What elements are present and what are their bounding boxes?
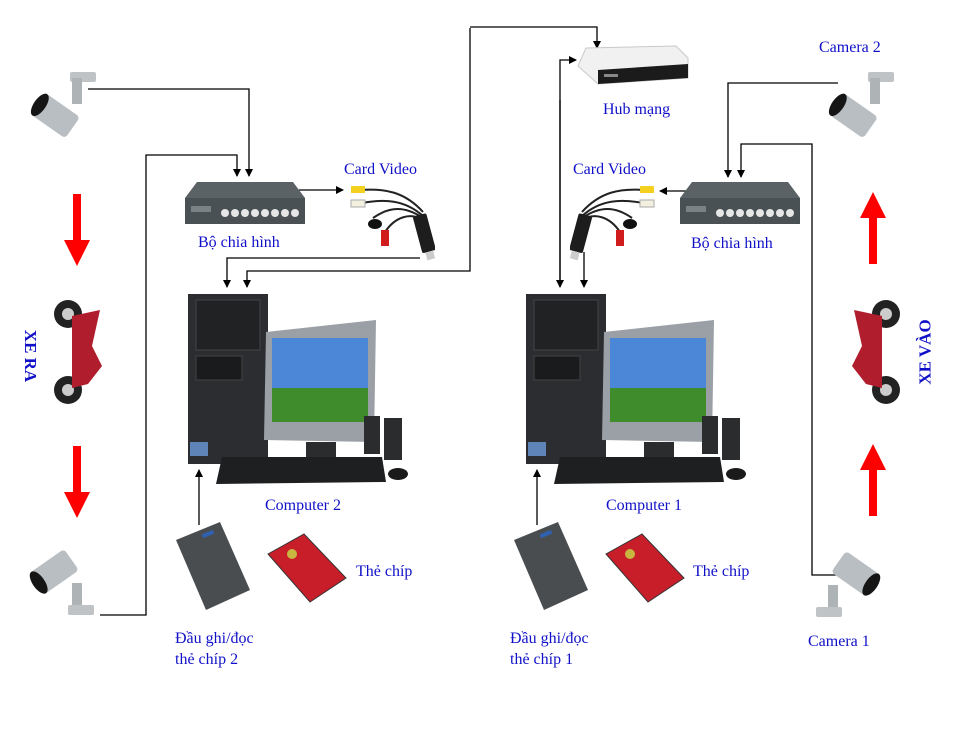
computer-1-label: Computer 1 [606,497,682,514]
computer-2-label: Computer 2 [265,497,341,514]
splitter-left-icon [185,182,305,224]
wire-hub-top [470,26,601,49]
chip-card-right-label: Thẻ chíp [693,563,750,580]
wire-camtop-to-splitter-left [88,88,253,177]
motorbike-exit-icon [54,300,102,404]
exit-direction-arrow-icon-1 [64,194,90,266]
reader-1-label-line2: thẻ chíp 1 [510,651,574,668]
entry-lane-label: XE VÀO [915,319,935,385]
entry-direction-arrow-icon-2 [860,444,886,516]
card-reader-2-icon [176,522,250,610]
splitter-right-icon [680,182,800,224]
card-video-left-label: Card Video [344,161,417,178]
reader-2-label-line1: Đầu ghi/đọc [175,630,254,647]
camera-1-label: Camera 1 [808,633,870,650]
camera-left-top-icon [30,72,96,137]
card-video-right-icon [570,186,655,261]
wire-card-to-computer2 [223,257,420,288]
wire-cambottom-to-splitter-left [100,154,241,616]
reader-1-label-line1: Đầu ghi/đọc [510,630,589,647]
splitter-left-label: Bộ chia hình [198,234,280,251]
splitter-right-label: Bộ chia hình [691,235,773,252]
chip-card-left-icon [267,533,347,603]
entry-direction-arrow-icon-1 [860,192,886,264]
camera-2-icon [828,72,894,137]
hub-label: Hub mạng [603,101,671,118]
chip-card-right-icon [605,533,685,603]
wire-computer2-to-hub [243,28,471,288]
reader-2-label-line2: thẻ chíp 2 [175,651,239,668]
card-reader-1-icon [514,522,588,610]
wire-camera2-to-splitter-right [724,82,838,178]
chip-card-left-label: Thẻ chíp [356,563,413,580]
card-video-right-label: Card Video [573,161,646,178]
computer-2-icon [188,294,408,484]
hub-icon [577,45,689,85]
card-video-left-icon [350,186,435,261]
motorbike-entry-icon [852,300,900,404]
computer-1-icon [526,294,746,484]
camera-left-bottom-icon [29,550,94,615]
camera-1-icon [816,552,881,617]
camera-2-label: Camera 2 [819,39,881,56]
wire-camera1-to-splitter-right [737,143,860,576]
exit-direction-arrow-icon-2 [64,446,90,518]
exit-lane-label: XE RA [21,329,41,383]
